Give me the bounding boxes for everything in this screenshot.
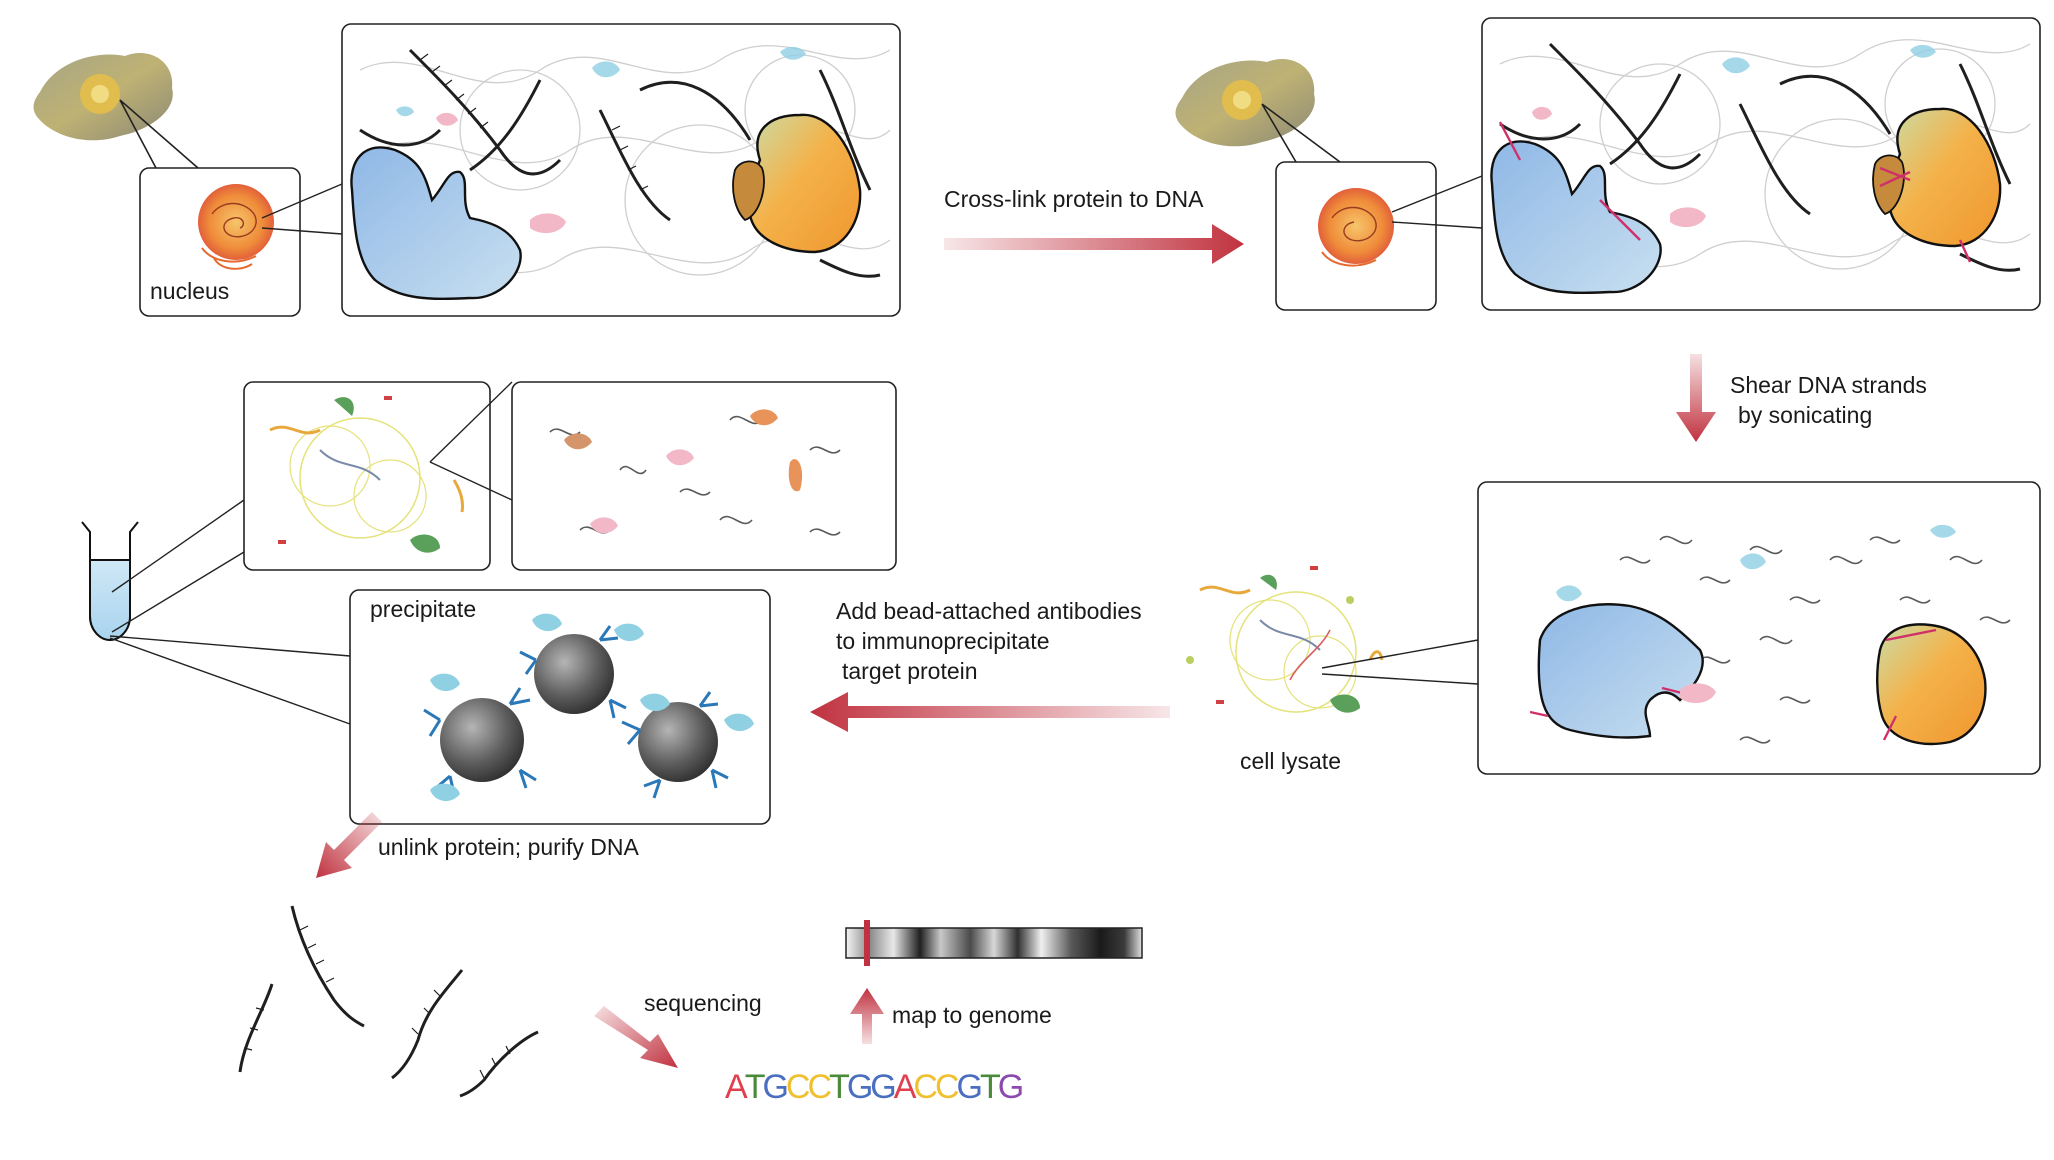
- callout-line: [119, 99, 199, 169]
- bead-3: [621, 691, 754, 799]
- sequence-letter: C: [785, 1068, 811, 1106]
- unlink-label: unlink protein; purify DNA: [378, 834, 639, 860]
- cell-lysate-cluster: [1186, 566, 1479, 713]
- sequence-letter: T: [980, 1068, 1001, 1106]
- sequence-letter: C: [807, 1068, 832, 1106]
- shear-label-line1: Shear DNA strands: [1730, 372, 1927, 398]
- map-to-genome-label: map to genome: [892, 1002, 1052, 1028]
- pink-protein: [530, 213, 566, 234]
- shear-arrow: [1676, 354, 1716, 442]
- blue-protein-3: [1537, 603, 1704, 739]
- genome-marker: [864, 920, 870, 966]
- cross-link-label: Cross-link protein to DNA: [944, 186, 1204, 212]
- genome-bar: [845, 920, 1143, 966]
- supernatant-box: [511, 381, 897, 571]
- antibody-label-line3: target protein: [842, 658, 978, 684]
- sequence-letter: G: [762, 1068, 789, 1106]
- orange-protein-3: [1876, 623, 1987, 746]
- sequence-letter: G: [956, 1068, 984, 1106]
- sheared-stage: [1477, 481, 2041, 775]
- antibody-label-line1: Add bead-attached antibodies: [836, 598, 1142, 624]
- nucleus-label: nucleus: [150, 278, 230, 304]
- map-arrow: [850, 988, 884, 1044]
- sequence-letter: C: [934, 1068, 960, 1106]
- sequence-letter: C: [913, 1068, 938, 1106]
- sequencing-label: sequencing: [644, 990, 762, 1016]
- cell-stage-1: [33, 23, 901, 317]
- antibody-arrow: [810, 692, 1170, 732]
- sequence-letter: A: [725, 1068, 748, 1106]
- unlink-arrow: [316, 812, 382, 878]
- cell-stage-2: [1175, 17, 2041, 311]
- precipitate-label: precipitate: [370, 596, 477, 622]
- bead-1: [423, 673, 537, 802]
- sequence-letter: G: [997, 1068, 1025, 1106]
- purified-dna: [238, 905, 539, 1098]
- cross-link-arrow: [944, 224, 1244, 264]
- blue-protein-2: [1490, 140, 1662, 295]
- nucleus-icon: [198, 184, 274, 260]
- lysate-box: [243, 381, 491, 571]
- antibody-label-line2: to immunoprecipitate: [836, 628, 1050, 654]
- nucleus-icon: [1318, 188, 1394, 264]
- sequence-letter: T: [744, 1068, 766, 1106]
- cell-lysate-label: cell lysate: [1240, 748, 1341, 774]
- blue-protein-1: [350, 146, 522, 301]
- sequencing-arrow: [594, 1006, 678, 1068]
- sequence-letter: T: [829, 1068, 850, 1106]
- callout-line: [1261, 103, 1341, 163]
- sequence-letter: G: [846, 1068, 874, 1106]
- bead-2: [519, 613, 644, 719]
- dna-sequence: ATGCCTGGACCGTG: [725, 1068, 1025, 1107]
- sequence-letter: G: [870, 1068, 897, 1106]
- tube-stage: [81, 381, 897, 825]
- sequence-letter: A: [893, 1068, 917, 1106]
- shear-label-line2: by sonicating: [1738, 402, 1873, 428]
